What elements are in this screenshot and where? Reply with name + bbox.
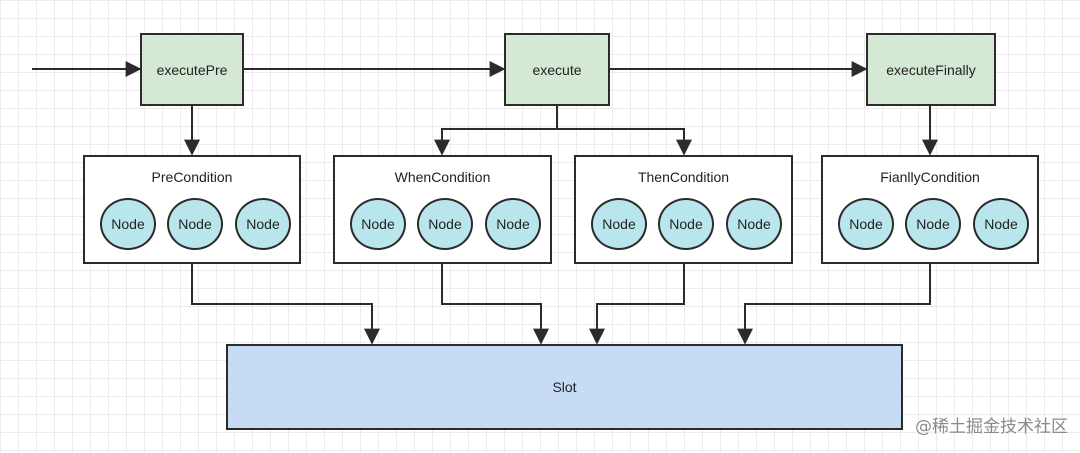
- arrow-execute-to-whencondition: [434, 106, 558, 156]
- thencondition-node-3: Node: [726, 198, 782, 250]
- slot-box: Slot: [226, 344, 903, 430]
- arrow-thencondition-to-slot: [589, 264, 685, 345]
- finallycondition-title: FianllyCondition: [880, 169, 980, 185]
- finallycondition-node-2: Node: [905, 198, 961, 250]
- precondition-box: PreCondition Node Node Node: [83, 155, 301, 264]
- arrow-whencondition-to-slot: [441, 264, 549, 345]
- execute-box: execute: [504, 33, 610, 106]
- thencondition-node-2: Node: [658, 198, 714, 250]
- executePre-box: executePre: [140, 33, 244, 106]
- whencondition-node-3: Node: [485, 198, 541, 250]
- arrow-execute-to-thencondition: [557, 128, 692, 156]
- finallycondition-node-3: Node: [973, 198, 1029, 250]
- thencondition-node-1: Node: [591, 198, 647, 250]
- precondition-node-1: Node: [100, 198, 156, 250]
- whencondition-node-1: Node: [350, 198, 406, 250]
- arrow-precondition-to-slot: [191, 264, 380, 345]
- precondition-node-2: Node: [167, 198, 223, 250]
- whencondition-node-2: Node: [417, 198, 473, 250]
- precondition-node-3: Node: [235, 198, 291, 250]
- whencondition-box: WhenCondition Node Node Node: [333, 155, 552, 264]
- watermark-text: @稀土掘金技术社区: [915, 417, 1068, 437]
- arrow-finallycondition-to-slot: [737, 264, 931, 345]
- thencondition-box: ThenCondition Node Node Node: [574, 155, 793, 264]
- executeFinally-box: executeFinally: [866, 33, 996, 106]
- thencondition-title: ThenCondition: [637, 169, 730, 185]
- finallycondition-box: FianllyCondition Node Node Node: [821, 155, 1039, 264]
- finallycondition-node-1: Node: [838, 198, 894, 250]
- whencondition-title: WhenCondition: [394, 169, 491, 185]
- precondition-title: PreCondition: [151, 169, 233, 185]
